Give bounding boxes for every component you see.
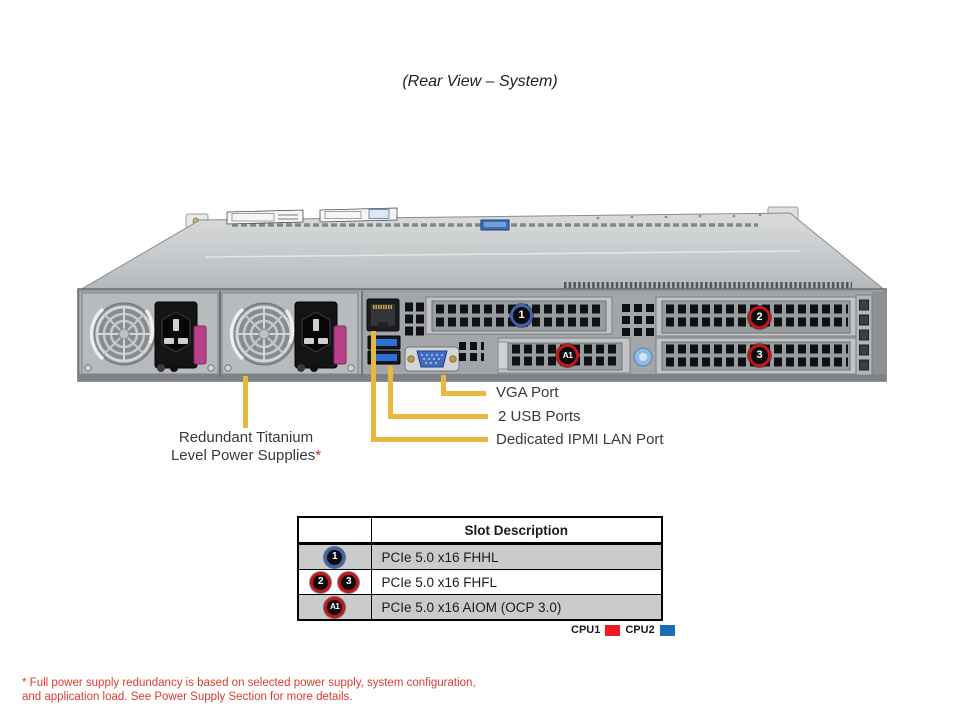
psu-fan-icon bbox=[89, 302, 156, 366]
table-corner-cell bbox=[297, 516, 372, 545]
slot-description-header: Slot Description bbox=[370, 516, 663, 545]
slot-badge-cell: A1 bbox=[297, 594, 372, 621]
slot-description-cell: PCIe 5.0 x16 FHHL bbox=[370, 543, 663, 570]
callout-line-vga-horizontal bbox=[441, 391, 486, 396]
power-supply-module bbox=[81, 292, 219, 375]
vent-holes bbox=[459, 342, 484, 361]
bracket-screw-column bbox=[855, 294, 873, 376]
slot-badge-cell: 1 bbox=[297, 543, 372, 570]
slot-1-badge: 1 bbox=[510, 304, 533, 327]
table-row: 1 PCIe 5.0 x16 FHHL bbox=[297, 543, 663, 570]
slot-a1-badge: A1 bbox=[556, 344, 579, 367]
slot-2-badge: 2 bbox=[310, 571, 332, 593]
callout-line-usb-vertical bbox=[388, 366, 393, 419]
callout-line-vga-vertical bbox=[441, 375, 446, 396]
footnote-line-2: and application load. See Power Supply S… bbox=[22, 690, 353, 703]
psu-label: Redundant Titanium Level Power Supplies* bbox=[130, 429, 362, 465]
cpu1-label: CPU1 bbox=[571, 624, 601, 636]
callout-line-ipmi-horizontal bbox=[371, 437, 488, 442]
slot-1-badge: 1 bbox=[324, 546, 346, 568]
usb-ports-label: 2 USB Ports bbox=[498, 408, 581, 425]
callout-line-psu bbox=[243, 376, 248, 428]
slot-3-badge: 3 bbox=[748, 344, 771, 367]
slot-2-badge: 2 bbox=[748, 306, 771, 329]
cpu2-color-swatch bbox=[659, 624, 675, 636]
psu-label-line2-text: Level Power Supplies bbox=[170, 447, 316, 464]
slot-description-cell: PCIe 5.0 x16 AIOM (OCP 3.0) bbox=[370, 594, 663, 621]
callout-line-usb-horizontal bbox=[388, 414, 488, 419]
top-connector bbox=[480, 219, 510, 231]
vent-holes bbox=[405, 302, 427, 336]
vga-port bbox=[404, 346, 460, 372]
chassis-top-cover bbox=[76, 206, 888, 292]
table-header-row: Slot Description bbox=[297, 516, 663, 545]
psu-label-line2: Level Power Supplies* bbox=[130, 447, 362, 465]
slot-a1-badge: A1 bbox=[324, 596, 346, 618]
thumbscrew bbox=[633, 347, 653, 367]
cpu-legend: CPU1 CPU2 bbox=[571, 624, 675, 636]
footnote-line-1: * Full power supply redundancy is based … bbox=[22, 677, 476, 689]
vent-holes bbox=[622, 304, 656, 336]
usb-ports bbox=[367, 335, 401, 365]
vga-port-label: VGA Port bbox=[496, 384, 559, 401]
slot-3-badge: 3 bbox=[338, 571, 360, 593]
ipmi-lan-port-label: Dedicated IPMI LAN Port bbox=[496, 431, 664, 448]
page-title: (Rear View – System) bbox=[402, 73, 558, 90]
callout-line-ipmi-vertical bbox=[371, 331, 376, 442]
table-row: A1 PCIe 5.0 x16 AIOM (OCP 3.0) bbox=[297, 594, 663, 621]
cpu2-label: CPU2 bbox=[625, 624, 655, 636]
service-label-sticker bbox=[226, 209, 304, 225]
cpu1-color-swatch bbox=[605, 624, 621, 636]
psu-retention-clip bbox=[193, 325, 207, 365]
psu-label-line1: Redundant Titanium bbox=[178, 429, 314, 446]
spec-label-sticker bbox=[319, 207, 398, 223]
psu-asterisk: * bbox=[315, 447, 322, 464]
power-supply-module-2 bbox=[220, 291, 360, 376]
footnote: * Full power supply redundancy is based … bbox=[22, 677, 476, 704]
ipmi-lan-port bbox=[366, 298, 400, 332]
slot-description-cell: PCIe 5.0 x16 FHFL bbox=[370, 569, 663, 595]
psu-ac-inlet bbox=[154, 301, 198, 369]
